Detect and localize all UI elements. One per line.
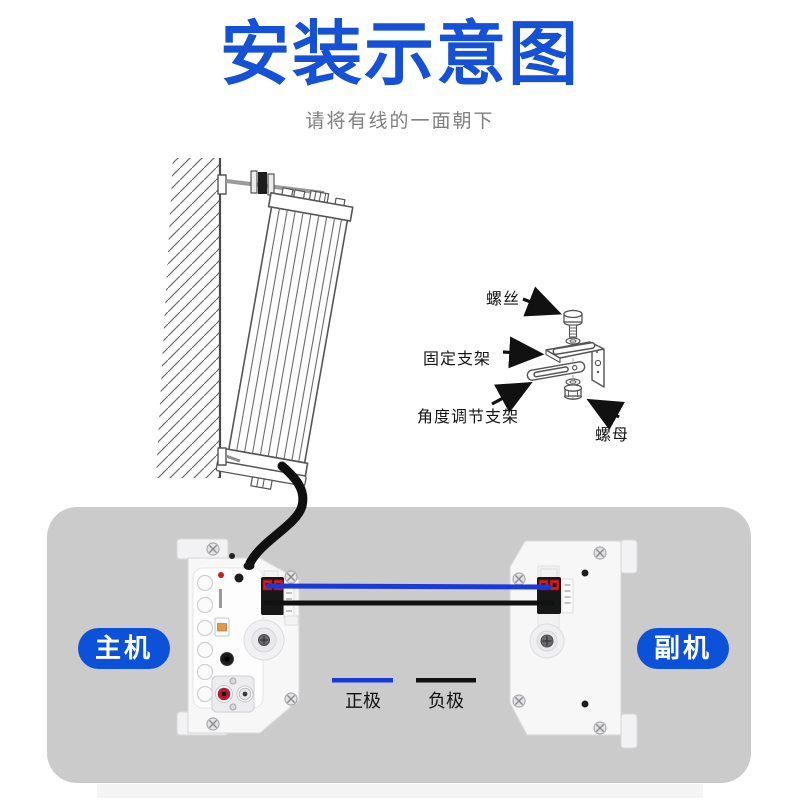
next-section-strip [97,784,703,798]
callout-arrows [491,286,625,430]
legend-positive-label: 正极 [345,691,381,711]
screw-head [512,572,526,586]
secondary-unit-badge: 副机 [637,628,730,669]
main-unit-mount-boss [243,619,285,661]
page-subtitle: 请将有线的一面朝下 [305,111,495,132]
screw-head [284,692,298,706]
terminal-label-sticker [561,578,574,614]
aux-jack-hole [224,656,230,662]
screw-head [284,570,298,584]
mount-hardware-diagram [491,286,625,430]
bottom-bracket-drawing [217,447,241,466]
angle-bracket-label: 角度调节支架 [417,409,520,426]
wall-hatching [156,158,220,478]
washer-bottom-hole [569,380,577,384]
washer-top-hole [569,339,577,343]
ir-sensor-dot [234,573,244,583]
top-bracket-drawing [217,170,325,196]
main-unit-photo [176,538,300,736]
legend-negative-line [416,678,476,683]
positive-wire [265,583,552,590]
rca-jacks [211,675,255,713]
power-led [218,572,224,578]
screw-head [593,546,607,560]
speaker-drawing [215,187,354,490]
secondary-unit-mount-boss [529,623,565,659]
fixing-bracket-art [545,341,605,388]
nut-art [563,384,583,400]
cable-entry-hole [243,562,255,570]
screw-art [563,309,583,338]
sd-card-slot [219,589,222,608]
usb-tongue [217,623,227,632]
legend-positive-line [332,678,393,683]
pilot-hole-dot [581,569,589,577]
screw-head [206,542,220,556]
angle-bracket-art [526,361,586,381]
main-unit-badge: 主机 [78,628,171,669]
main-unit-buttons [196,574,214,703]
legend-negative-label: 负极 [428,691,464,711]
speaker-cable [245,461,308,568]
fixing-bracket-label: 固定支架 [423,351,492,368]
nut-label: 螺母 [595,427,630,444]
screw-label: 螺丝 [486,291,521,308]
screw-head [512,694,526,708]
secondary-unit-photo [509,539,638,749]
screw-head [593,721,607,735]
wall-mount-drawing [156,158,354,490]
pilot-hole-dot [581,700,589,708]
page-title: 安装示意图 [220,15,580,93]
screw-head [206,717,220,731]
pilot-hole-dot [229,553,235,559]
